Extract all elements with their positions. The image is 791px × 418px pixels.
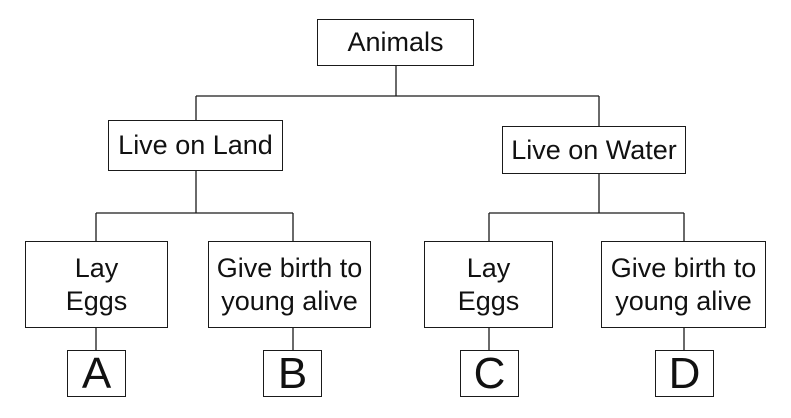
node-water-lay-eggs: Lay Eggs [424, 241, 553, 328]
node-land-lay-eggs: Lay Eggs [25, 241, 168, 328]
leaf-c-label: C [473, 348, 506, 398]
leaf-b-label: B [277, 348, 308, 398]
node-water-lay-eggs-line1: Lay [466, 253, 511, 284]
leaf-a: A [67, 350, 126, 397]
node-land-give-birth-line1: Give birth to [216, 253, 363, 284]
node-animals-label: Animals [347, 27, 444, 58]
node-land-give-birth-line2: young alive [221, 285, 358, 316]
node-water-give-birth: Give birth to young alive [601, 241, 766, 328]
node-live-on-land-label: Live on Land [118, 130, 273, 161]
node-live-on-water-label: Live on Water [511, 134, 677, 165]
node-land-lay-eggs-line2: Eggs [65, 285, 128, 316]
node-live-on-land: Live on Land [108, 120, 283, 171]
node-animals: Animals [317, 19, 474, 66]
leaf-b: B [263, 350, 322, 397]
leaf-a-label: A [81, 348, 112, 398]
node-live-on-water: Live on Water [502, 126, 686, 174]
node-water-give-birth-line2: young alive [615, 285, 752, 316]
leaf-d: D [655, 350, 714, 397]
node-water-lay-eggs-line2: Eggs [457, 285, 520, 316]
node-land-give-birth: Give birth to young alive [208, 241, 371, 328]
node-land-lay-eggs-line1: Lay [74, 253, 119, 284]
node-water-give-birth-line1: Give birth to [610, 253, 757, 284]
leaf-c: C [460, 350, 519, 397]
leaf-d-label: D [668, 348, 701, 398]
